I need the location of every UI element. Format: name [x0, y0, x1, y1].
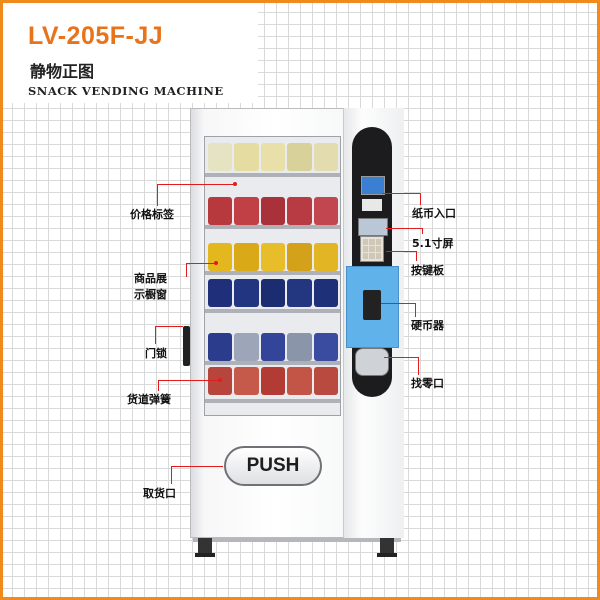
- callout-door-lock: 门锁: [145, 347, 167, 360]
- machine-base: [193, 536, 401, 542]
- shelf: [205, 361, 340, 365]
- shelf: [205, 271, 340, 275]
- machine-foot-left: [195, 538, 215, 557]
- callout-line: [415, 303, 416, 317]
- callout-bill-entry: 纸币入口: [412, 207, 456, 220]
- header-box: [3, 3, 258, 103]
- callout-line: [381, 303, 415, 304]
- chinese-title: 静物正图: [30, 62, 95, 81]
- callout-line: [186, 263, 187, 277]
- callout-line: [171, 466, 223, 467]
- callout-line: [416, 251, 417, 261]
- shelf: [205, 399, 340, 403]
- push-door-button[interactable]: PUSH: [224, 446, 322, 486]
- callout-line: [158, 380, 159, 391]
- callout-line: [157, 184, 235, 185]
- callout-line: [155, 326, 183, 327]
- product-row: [208, 197, 339, 225]
- callout-line: [155, 326, 156, 344]
- callout-spiral: 货道弹簧: [127, 393, 171, 406]
- display-window: [204, 136, 341, 416]
- callout-line: [186, 263, 216, 264]
- model-number: LV-205F-JJ: [28, 22, 164, 50]
- callout-line: [386, 228, 422, 229]
- callout-line: [384, 357, 418, 358]
- keypad[interactable]: [360, 236, 384, 262]
- product-row: [208, 279, 339, 307]
- coin-mechanism[interactable]: [363, 290, 381, 320]
- callout-line: [171, 466, 172, 484]
- callout-keypad: 按键板: [411, 264, 444, 277]
- lcd-screen: [358, 218, 388, 236]
- callout-screen: 5.1寸屏: [412, 237, 454, 250]
- callout-display-window-1: 商品展: [134, 272, 167, 285]
- shelf: [205, 225, 340, 229]
- callout-dot: [214, 261, 218, 265]
- callout-line: [422, 228, 423, 234]
- bill-slot[interactable]: [362, 199, 382, 211]
- bill-indicator: [361, 176, 385, 195]
- product-row: [208, 367, 339, 395]
- shelf: [205, 309, 340, 313]
- product-row: [208, 143, 339, 171]
- product-row: [208, 243, 339, 271]
- callout-line: [418, 357, 419, 375]
- callout-dot: [218, 378, 222, 382]
- callout-line: [158, 380, 220, 381]
- change-cup[interactable]: [355, 348, 389, 376]
- callout-line: [157, 184, 158, 206]
- callout-dot: [233, 182, 237, 186]
- product-row: [208, 333, 339, 361]
- callout-change-port: 找零口: [411, 377, 444, 390]
- callout-pickup: 取货口: [143, 487, 176, 500]
- callout-price-tag: 价格标签: [130, 208, 174, 221]
- callout-line: [386, 251, 416, 252]
- machine-foot-right: [377, 538, 397, 557]
- callout-line: [382, 193, 420, 194]
- shelf: [205, 173, 340, 177]
- callout-display-window-2: 示橱窗: [134, 288, 167, 301]
- callout-line: [420, 193, 421, 205]
- door-lock[interactable]: [183, 326, 190, 366]
- callout-coin-mech: 硬币器: [411, 319, 444, 332]
- english-title: SNACK VENDING MACHINE: [28, 84, 224, 98]
